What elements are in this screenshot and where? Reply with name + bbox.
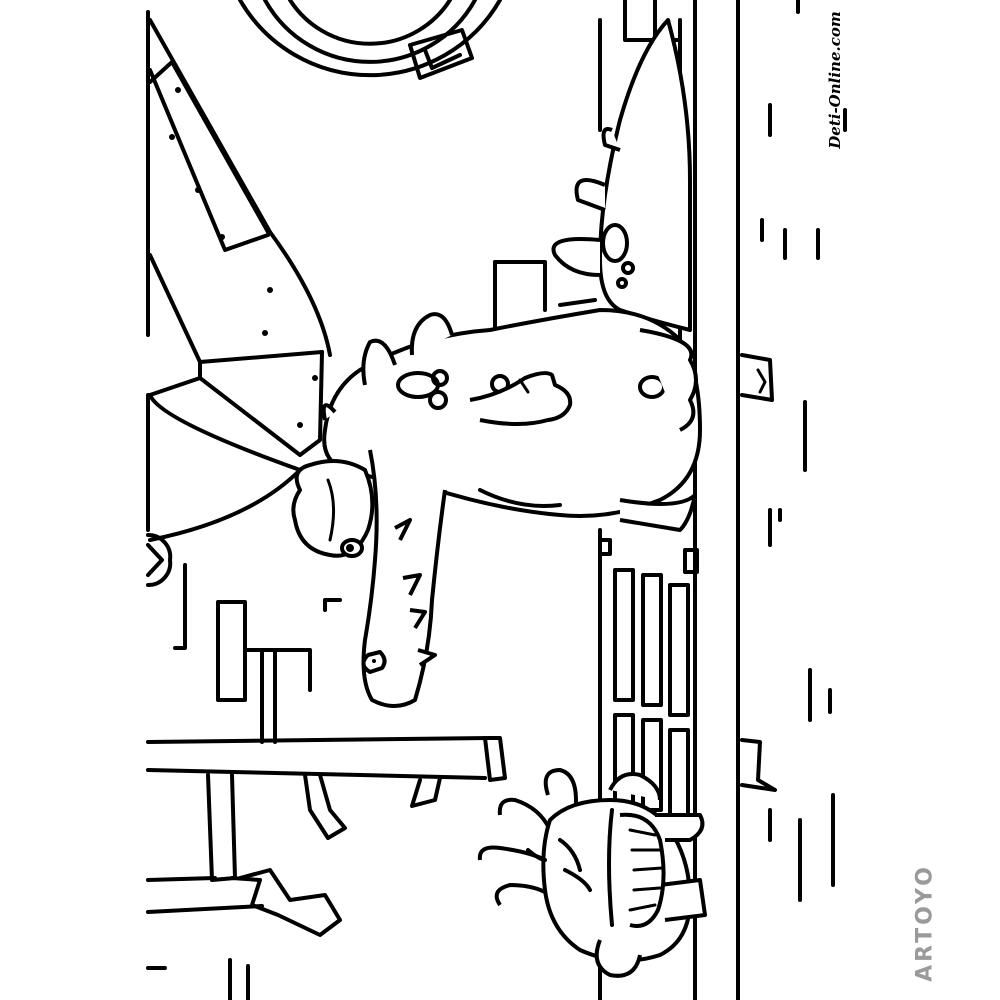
city-buildings <box>146 563 342 1000</box>
porthole-circle <box>238 0 502 80</box>
brand-logo-text: ARTOYO <box>912 863 938 982</box>
small-creature <box>477 768 707 978</box>
fallen-pole <box>146 736 507 937</box>
site-watermark-text: Deti-Online.com <box>826 11 844 149</box>
brand-logo: ARTOYO <box>905 860 945 985</box>
curved-wall <box>146 18 332 588</box>
site-watermark: Deti-Online.com <box>825 11 845 148</box>
dinosaur <box>291 18 702 708</box>
